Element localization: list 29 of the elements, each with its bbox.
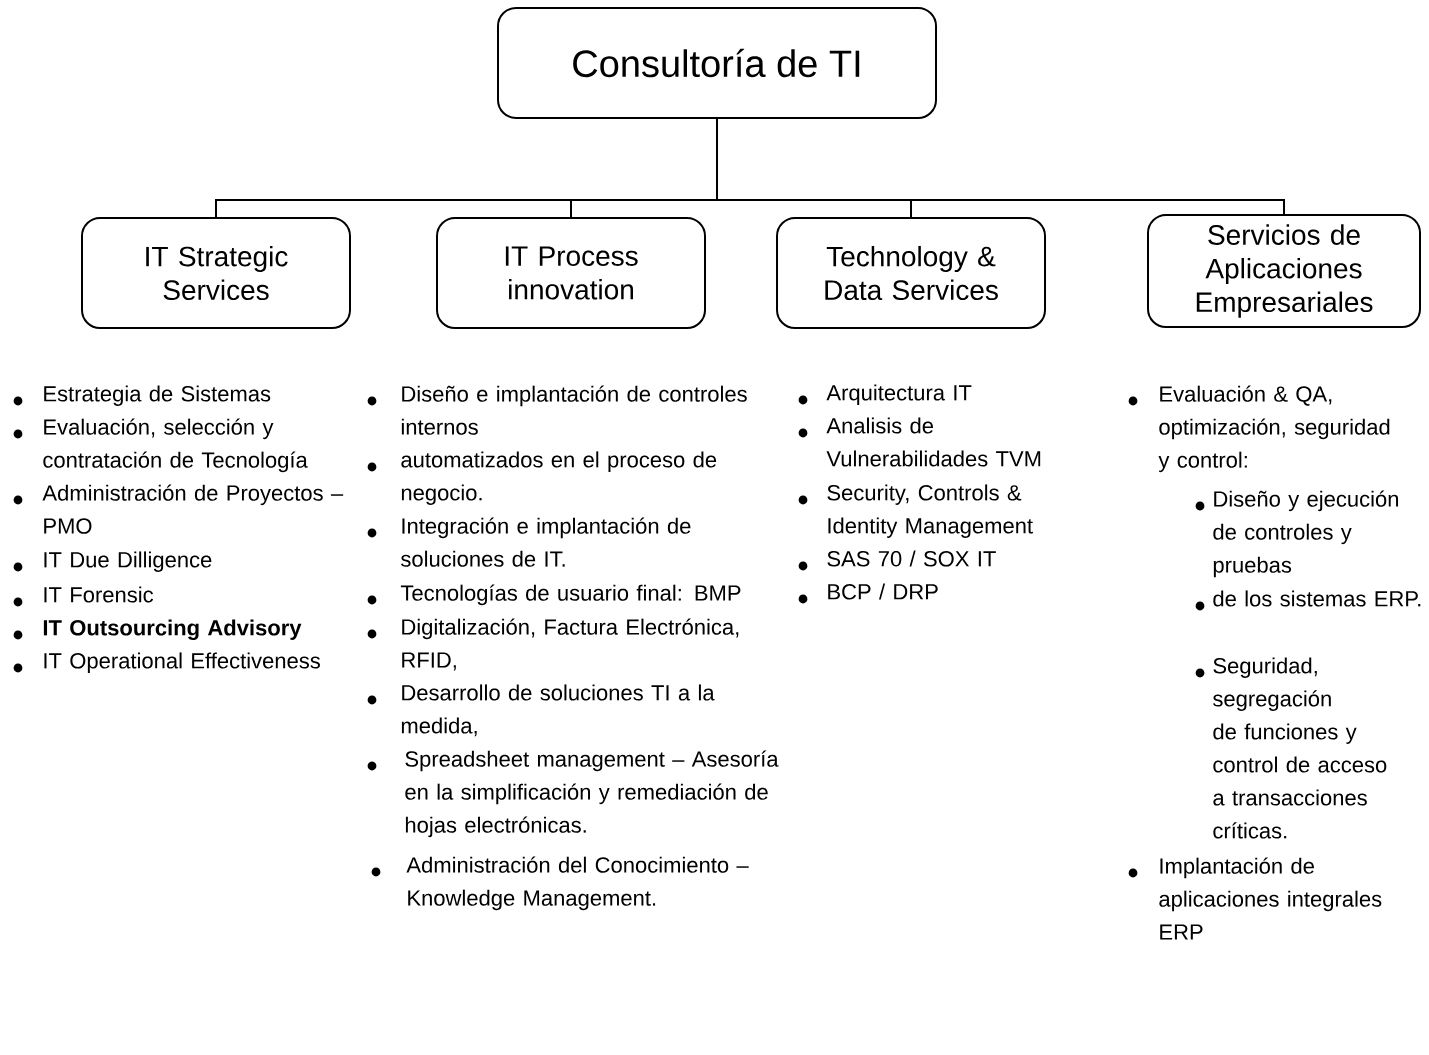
list-item: IT Operational Effectiveness bbox=[44, 652, 320, 673]
list-item: Administración de Proyectos – PMO bbox=[42, 484, 344, 534]
list-item: Evaluación & QA, optimización, seguridad y control: bbox=[1158, 385, 1390, 473]
list-item: Tecnologías de usuario final: BMP bbox=[400, 584, 741, 606]
category-box: Technology & Data Services bbox=[776, 217, 1046, 329]
list-item: Implantación de aplicaciones integrales ERP bbox=[1159, 857, 1382, 940]
connector-line bbox=[716, 118, 1285, 215]
list-item: Arquitectura IT bbox=[826, 384, 972, 405]
list-item: de los sistemas ERP. bbox=[1213, 590, 1421, 607]
list-item: IT Due Dilligence bbox=[44, 551, 212, 572]
title-box: Consultoría de TI bbox=[497, 7, 937, 119]
list-item: SAS 70 / SOX IT bbox=[827, 550, 996, 567]
list-item: automatizados en el proceso de negocio. bbox=[401, 451, 717, 505]
list-item: IT Outsourcing Advisory bbox=[43, 619, 302, 640]
list-item: Digitalización, Factura Electrónica, RFID, bbox=[402, 618, 739, 671]
list-item: Seguridad, segregación de funciones y control de acceso a transacciones críticas. bbox=[1213, 657, 1387, 839]
list-item: IT Forensic bbox=[44, 586, 154, 603]
list-item: Estrategia de Sistemas bbox=[44, 385, 271, 406]
category-box: Servicios de Aplicaciones Empresariales bbox=[1147, 214, 1421, 328]
list-item: Desarrollo de soluciones TI a la medida, bbox=[401, 684, 715, 737]
list-item: Spreadsheet management – Asesoría en la simplificación y remediación de hojas electrónicas. bbox=[405, 750, 779, 838]
list-item: Analisis de Vulnerabilidades TVM bbox=[826, 417, 1041, 467]
list-item: Administración del Conocimiento – Knowledge Management. bbox=[406, 856, 749, 911]
list-item: Security, Controls & Identity Management bbox=[827, 484, 1033, 538]
list-item: Evaluación, selección y contratación de Tecnología bbox=[43, 418, 308, 473]
category-box: IT Strategic Services bbox=[81, 217, 351, 329]
category-box: IT Process innovation bbox=[436, 217, 706, 329]
list-item: BCP / DRP bbox=[828, 583, 938, 600]
list-item: Integración e implantación de soluciones de IT. bbox=[401, 517, 691, 567]
